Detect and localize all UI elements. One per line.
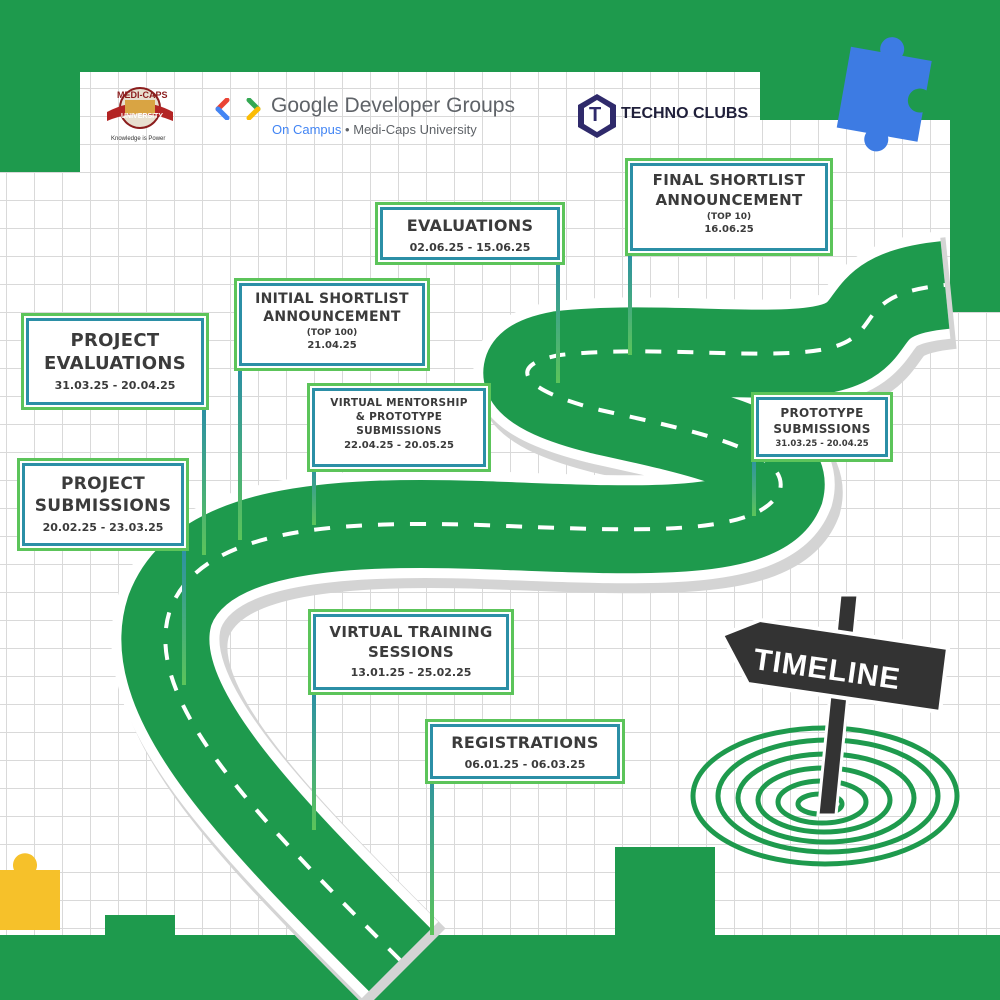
milestone-date: 16.06.25 (704, 224, 754, 235)
milestone-prototype-submissions: PROTOTYPE SUBMISSIONS 31.03.25 - 20.04.2… (756, 397, 888, 457)
milestone-date: 13.01.25 - 25.02.25 (350, 666, 472, 679)
gdg-oncampus: On Campus (272, 122, 342, 137)
milestone-subtitle: (TOP 100) (306, 328, 358, 338)
milestone-title-line2: & PROTOTYPE (355, 411, 443, 423)
milestone-project-evaluations: PROJECT EVALUATIONS 31.03.25 - 20.04.25 (26, 318, 204, 405)
milestone-title: EVALUATIONS (406, 216, 534, 235)
gdg-separator: • (345, 122, 350, 137)
gdg-title: Google Developer Groups (271, 94, 515, 117)
gdg-brackets-icon (215, 98, 261, 120)
medicaps-logo: MEDI-CAPS UNIVERSITY Knowledge is Power (95, 86, 185, 148)
border-right (950, 0, 1000, 312)
milestone-title-line2: SESSIONS (367, 643, 455, 661)
milestone-registrations: REGISTRATIONS 06.01.25 - 06.03.25 (430, 724, 620, 779)
university-crest-icon (107, 87, 173, 129)
milestone-title-line1: FINAL SHORTLIST (652, 171, 806, 189)
milestone-date: 02.06.25 - 15.06.25 (409, 241, 531, 254)
milestone-title-line1: INITIAL SHORTLIST (255, 291, 409, 307)
border-bottom-block-left (105, 915, 175, 945)
medicaps-name: MEDI-CAPS (117, 90, 168, 100)
milestone-date: 31.03.25 - 20.04.25 (54, 379, 176, 392)
milestone-date: 22.04.25 - 20.05.25 (344, 440, 454, 451)
medicaps-university: UNIVERSITY (121, 113, 164, 120)
milestone-title-line2: SUBMISSIONS (773, 422, 871, 436)
milestone-title-line2: ANNOUNCEMENT (263, 309, 401, 325)
gdg-logo: Google Developer Groups On Campus • Medi… (215, 94, 555, 144)
border-bottom (0, 935, 1000, 1000)
milestone-title: REGISTRATIONS (451, 733, 599, 752)
milestone-title-line1: PROJECT (60, 474, 146, 494)
puzzle-piece-icon (0, 853, 60, 930)
milestone-title-line2: SUBMISSIONS (34, 496, 172, 516)
border-bottom-block-right (615, 847, 715, 947)
milestone-title-line2: EVALUATIONS (44, 353, 186, 374)
milestone-virtual-mentorship: VIRTUAL MENTORSHIP & PROTOTYPE SUBMISSIO… (312, 388, 486, 467)
signpost-arrow-icon (720, 593, 950, 817)
gdg-subtitle: On Campus • Medi-Caps University (272, 122, 477, 137)
milestone-virtual-training: VIRTUAL TRAINING SESSIONS 13.01.25 - 25.… (313, 614, 509, 690)
milestone-date: 06.01.25 - 06.03.25 (464, 758, 586, 771)
milestone-initial-shortlist: INITIAL SHORTLIST ANNOUNCEMENT (TOP 100)… (239, 283, 425, 366)
techno-mark: T (589, 104, 602, 126)
puzzle-piece-icon (836, 37, 932, 152)
gdg-university: Medi-Caps University (353, 122, 477, 137)
techno-name: TECHNO CLUBS (621, 105, 749, 122)
milestone-title-line2: ANNOUNCEMENT (655, 191, 803, 209)
milestone-title-line3: SUBMISSIONS (356, 425, 442, 437)
milestone-subtitle: (TOP 10) (706, 212, 752, 222)
milestone-project-submissions: PROJECT SUBMISSIONS 20.02.25 - 23.03.25 (22, 463, 184, 546)
medicaps-tagline: Knowledge is Power (111, 136, 166, 142)
milestone-title-line1: VIRTUAL TRAINING (329, 623, 493, 641)
milestone-title-line1: VIRTUAL MENTORSHIP (330, 397, 468, 409)
techno-hexagon-icon (578, 94, 616, 138)
milestone-title-line1: PROTOTYPE (780, 406, 864, 420)
milestone-final-shortlist: FINAL SHORTLIST ANNOUNCEMENT (TOP 10) 16… (630, 163, 828, 251)
border-left-top (0, 0, 80, 172)
milestone-date: 31.03.25 - 20.04.25 (775, 439, 869, 449)
milestone-date: 20.02.25 - 23.03.25 (42, 521, 164, 534)
milestone-date: 21.04.25 (307, 340, 357, 351)
milestone-title-line1: PROJECT (70, 330, 160, 351)
techno-clubs-logo: T TECHNO CLUBS (575, 92, 748, 142)
milestone-evaluations: EVALUATIONS 02.06.25 - 15.06.25 (380, 207, 560, 260)
